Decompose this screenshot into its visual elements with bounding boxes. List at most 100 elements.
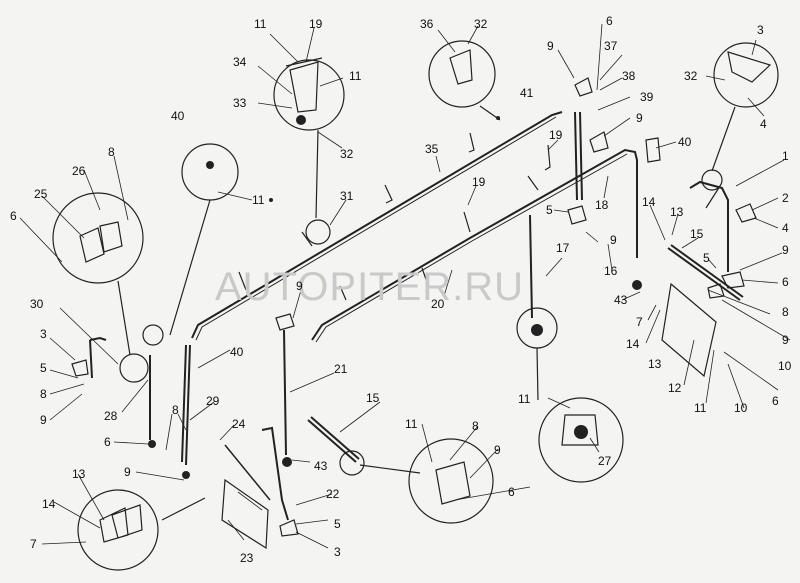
callout-13a: 13 (670, 205, 684, 219)
callout-29: 29 (206, 394, 220, 408)
callout-20: 20 (431, 297, 445, 311)
callout-24: 24 (232, 417, 246, 431)
detail-circle-small-c (305, 219, 331, 245)
plate-23 (221, 478, 269, 550)
callout-32c: 32 (684, 69, 698, 83)
callout-11f: 11 (405, 417, 418, 431)
callout-23: 23 (240, 551, 254, 565)
callout-18: 18 (595, 198, 609, 212)
callout-7b: 7 (30, 537, 37, 551)
callout-9i: 9 (494, 443, 501, 457)
callout-5d: 5 (334, 517, 341, 531)
callout-40b: 40 (171, 109, 185, 123)
callout-22: 22 (326, 487, 340, 501)
detail-circle-small-b (119, 353, 149, 383)
callout-5a: 5 (546, 203, 553, 217)
detail-circle-mount (713, 42, 779, 108)
callout-14c: 14 (42, 497, 56, 511)
callout-3b: 3 (40, 327, 47, 341)
callout-13b: 13 (648, 357, 662, 371)
callout-9g: 9 (40, 413, 47, 427)
callout-10a: 10 (778, 359, 792, 373)
callout-30: 30 (30, 297, 44, 311)
callout-37: 37 (604, 39, 618, 53)
callout-36: 36 (420, 17, 434, 31)
callout-27: 27 (598, 454, 612, 468)
callout-39: 39 (640, 90, 654, 104)
callout-14b: 14 (626, 337, 640, 351)
callout-11d: 11 (694, 401, 707, 415)
callout-8b: 8 (782, 305, 789, 319)
detail-circle-grommet (181, 143, 239, 201)
callout-15a: 15 (690, 227, 704, 241)
callout-34: 34 (233, 55, 247, 69)
callout-9f: 9 (782, 333, 789, 347)
callout-15b: 15 (366, 391, 380, 405)
callout-4b: 4 (782, 221, 789, 235)
callout-11e: 11 (518, 392, 531, 406)
callout-9a: 9 (547, 39, 554, 53)
callout-26: 26 (72, 164, 86, 178)
callout-35: 35 (425, 142, 439, 156)
callout-9c: 9 (610, 233, 617, 247)
callout-7a: 7 (636, 315, 643, 329)
detail-circle-bracket (273, 59, 345, 131)
callout-14a: 14 (642, 195, 656, 209)
callout-labels: 11 19 34 11 33 32 36 32 6 9 37 38 41 39 … (10, 14, 792, 565)
callout-2: 2 (782, 191, 789, 205)
callout-11a: 11 (254, 17, 267, 31)
callout-19c: 19 (472, 175, 486, 189)
callout-38: 38 (622, 69, 636, 83)
callout-11b: 11 (349, 69, 362, 83)
callout-31: 31 (340, 189, 354, 203)
callout-6b: 6 (782, 275, 789, 289)
callout-32a: 32 (340, 147, 354, 161)
callout-8e: 8 (472, 419, 479, 433)
plate-12 (661, 282, 717, 378)
callout-9e: 9 (296, 279, 303, 293)
callout-6c: 6 (10, 209, 17, 223)
callout-40c: 40 (230, 345, 244, 359)
callout-25: 25 (34, 187, 48, 201)
callout-19b: 19 (549, 128, 563, 142)
detail-circle-bracket-bottom (77, 489, 159, 571)
callout-21: 21 (334, 362, 348, 376)
detail-circle-clip (428, 40, 496, 108)
callout-10b: 10 (734, 401, 748, 415)
callout-6f: 6 (508, 485, 515, 499)
callout-3c: 3 (334, 545, 341, 559)
callout-11c: 11 (252, 193, 265, 207)
watermark-text: AUTOPITER.RU (215, 265, 524, 309)
callout-32b: 32 (474, 17, 488, 31)
callout-1: 1 (782, 149, 789, 163)
callout-5b: 5 (703, 251, 710, 265)
diagram-linework (52, 40, 779, 571)
callout-8c: 8 (40, 387, 47, 401)
detail-circle-small-d (339, 450, 365, 476)
callout-9b: 9 (636, 111, 643, 125)
callout-33: 33 (233, 96, 247, 110)
detail-circle-cap (538, 397, 624, 483)
callout-3a: 3 (757, 23, 764, 37)
callout-41: 41 (520, 86, 534, 100)
detail-circle-plate (408, 438, 494, 524)
callout-8a: 8 (108, 145, 115, 159)
callout-43b: 43 (314, 459, 328, 473)
callout-40a: 40 (678, 135, 692, 149)
detail-circle-bracket-left (52, 192, 144, 284)
detail-circle-small-a (142, 324, 164, 346)
callout-4a: 4 (760, 117, 767, 131)
callout-16: 16 (604, 264, 618, 278)
callout-6e: 6 (104, 435, 111, 449)
diagram-filled-marks (148, 115, 642, 479)
callout-8d: 8 (172, 403, 179, 417)
callout-6a: 6 (606, 14, 613, 28)
callout-43a: 43 (614, 293, 628, 307)
callout-13c: 13 (72, 467, 86, 481)
callout-5c: 5 (40, 361, 47, 375)
callout-12: 12 (668, 381, 682, 395)
callout-17: 17 (556, 241, 570, 255)
callout-28: 28 (104, 409, 118, 423)
